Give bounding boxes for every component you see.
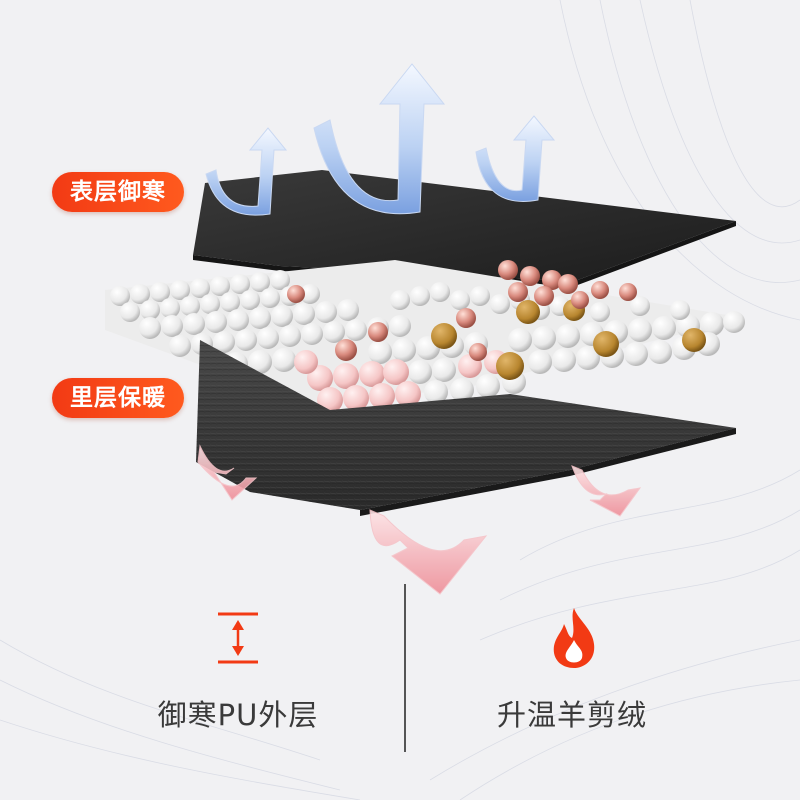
bead-grid xyxy=(110,260,745,413)
outer-layer-sheet xyxy=(193,170,736,281)
warmth-retention-arrows xyxy=(197,444,642,595)
outer-layer-label: 表层御寒 xyxy=(52,172,184,212)
feature-divider xyxy=(404,584,406,752)
feature-label-pu-outer: 御寒PU外层 xyxy=(157,698,319,732)
inner-layer-label: 里层保暖 xyxy=(52,378,184,418)
feature-label-shearling: 升温羊剪绒 xyxy=(496,698,647,732)
cold-block-arrows xyxy=(205,63,556,216)
flame-icon xyxy=(548,606,600,674)
thickness-arrows-icon xyxy=(214,610,262,670)
